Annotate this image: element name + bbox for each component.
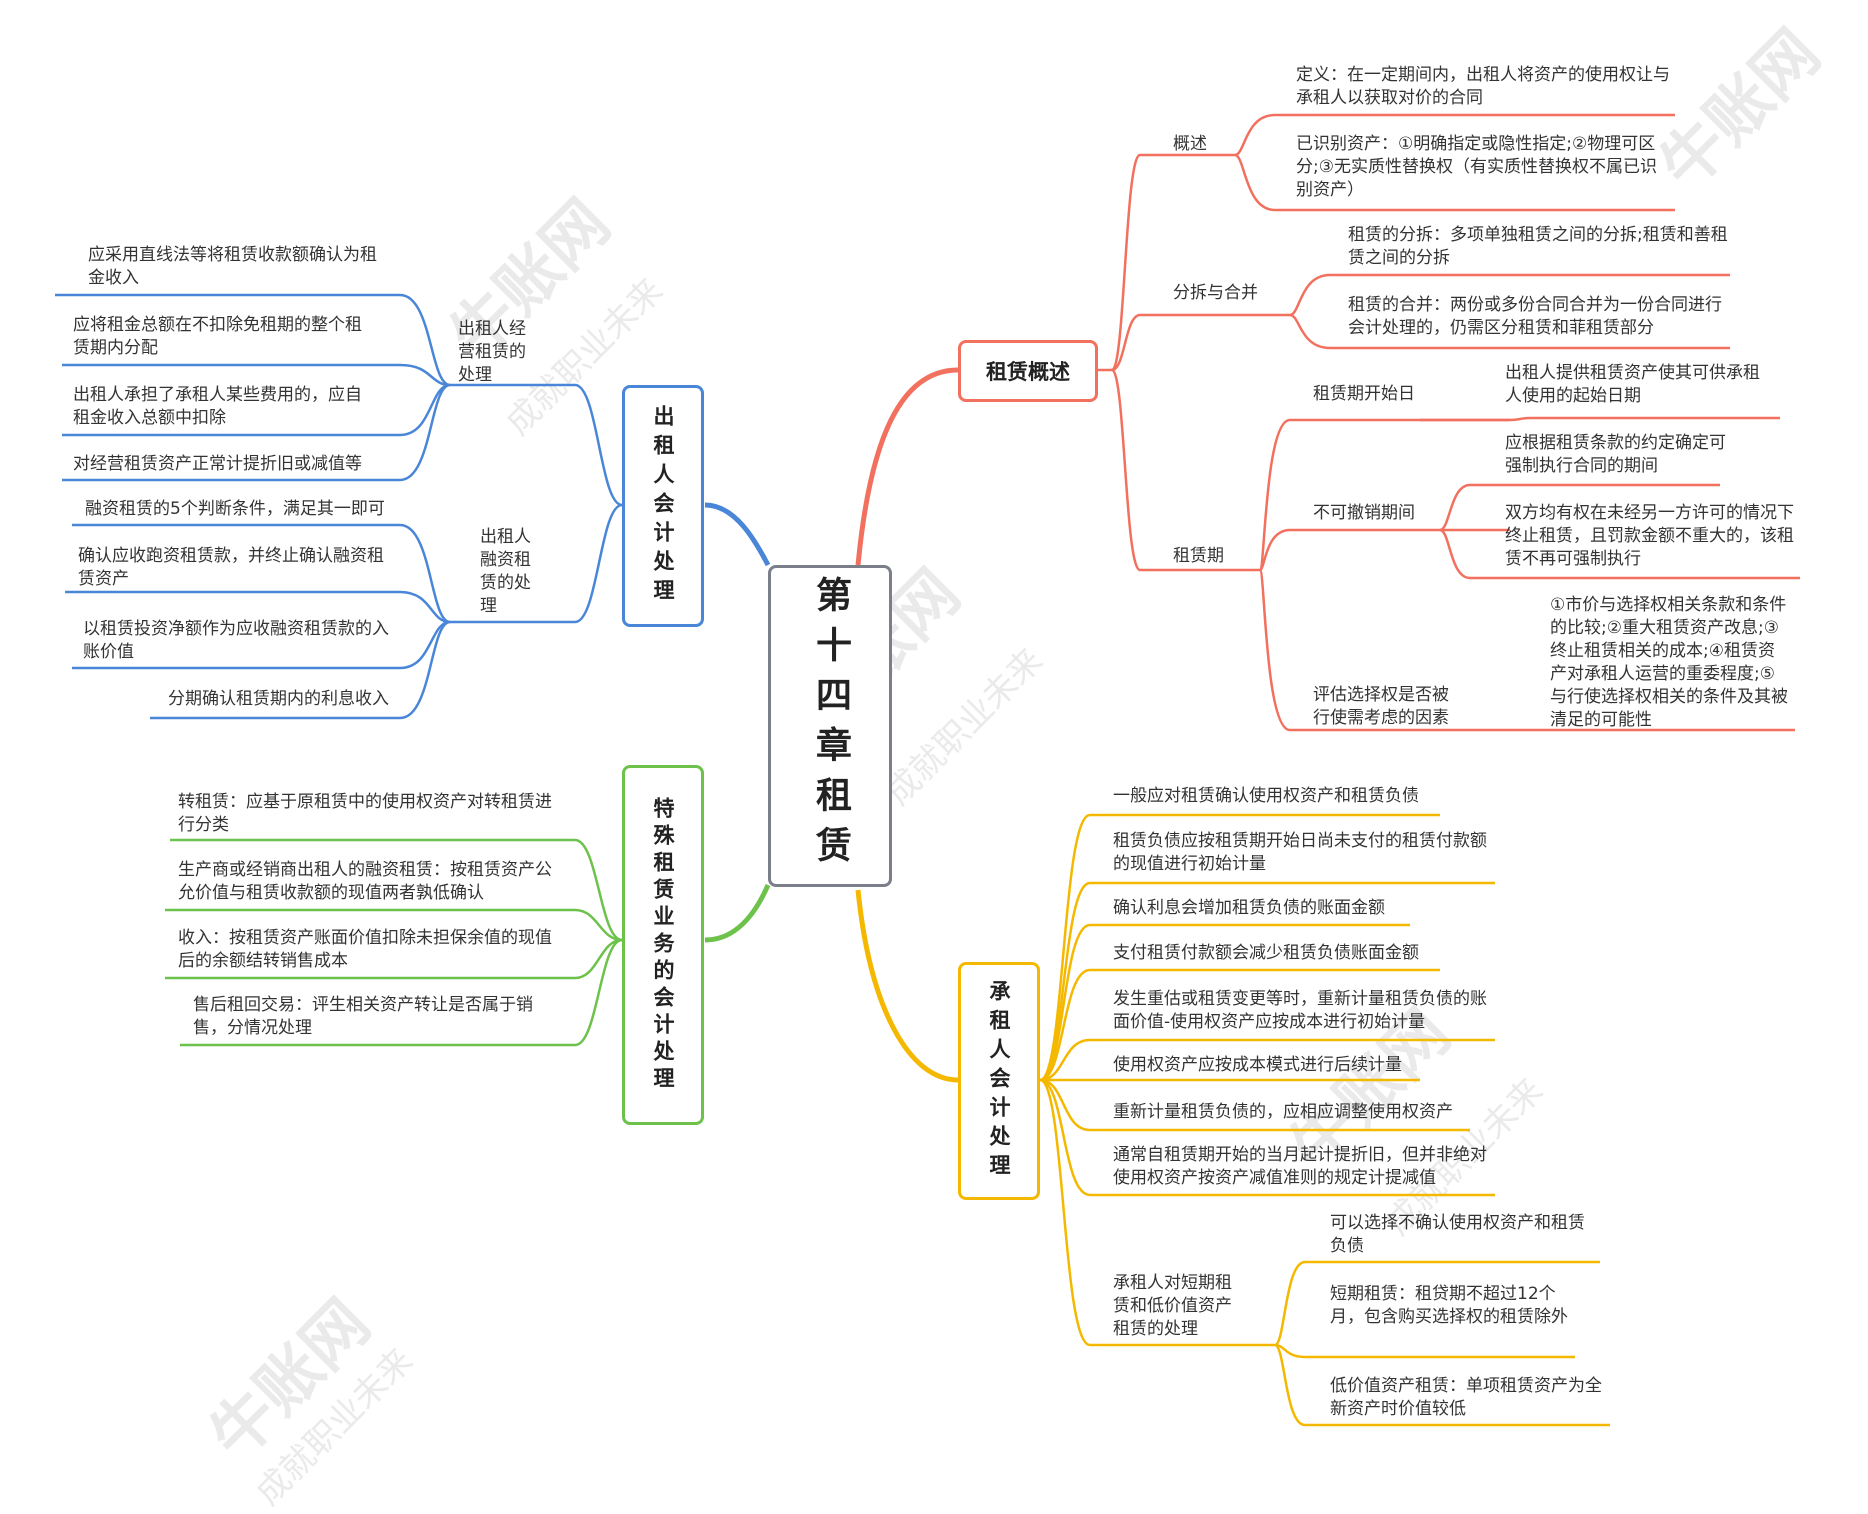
lessee-item[interactable]: 支付租赁付款额会减少租赁负债账面金额	[1113, 943, 1419, 963]
term-option[interactable]: 评估选择权是否被行使需考虑的因素	[1313, 685, 1449, 728]
lessor-operating-item[interactable]: 出租人承担了承租人某些费用的，应自租金收入总额中扣除	[73, 385, 362, 428]
lessee-short-item[interactable]: 短期租赁：租贷期不超过12个月，包含购买选择权的租赁除外	[1330, 1284, 1568, 1327]
special-item[interactable]: 收入：按租赁资产账面价值扣除未担保余值的现值后的余额结转销售成本	[178, 928, 552, 971]
central-topic[interactable]: 第十四章租赁	[768, 565, 892, 887]
branch-special[interactable]: 特殊租赁业务的会计处理	[622, 765, 704, 1125]
lessor-operating-item[interactable]: 应采用直线法等将租赁收款额确认为租金收入	[88, 245, 377, 288]
lessee-short[interactable]: 承租人对短期租赁和低价值资产租赁的处理	[1113, 1273, 1232, 1339]
term-start[interactable]: 租赁期开始日	[1313, 384, 1415, 404]
lessee-item[interactable]: 确认利息会增加租赁负债的账面金额	[1113, 898, 1385, 918]
lessor-finance-item[interactable]: 确认应收跑资租赁款，并终止确认融资租赁资产	[78, 546, 384, 589]
overview-split[interactable]: 分拆与合并	[1173, 283, 1258, 303]
branch-lessor-label: 出租人会计处理	[651, 404, 675, 608]
term-option-item[interactable]: ①市价与选择权相关条款和条件的比较;②重大租赁资产改息;③终止租赁相关的成本;④…	[1550, 595, 1788, 730]
lessor-finance-item[interactable]: 融资租赁的5个判断条件，满足其一即可	[85, 499, 385, 519]
overview-gaishu-item[interactable]: 定义：在一定期间内，出租人将资产的使用权让与承租人以获取对价的合同	[1296, 65, 1670, 108]
special-item[interactable]: 生产商或经销商出租人的融资租赁：按租赁资产公允价值与租赁收款额的现值两者孰低确认	[178, 860, 552, 903]
term-noncancel[interactable]: 不可撤销期间	[1313, 503, 1415, 523]
lessor-finance[interactable]: 出租人融资租赁的处理	[480, 527, 531, 616]
lessee-item[interactable]: 一般应对租赁确认使用权资产和租赁负债	[1113, 786, 1419, 806]
branch-overview[interactable]: 租赁概述	[958, 340, 1098, 402]
branch-lessee[interactable]: 承租人会计处理	[958, 962, 1040, 1200]
lessee-item[interactable]: 重新计量租赁负债的，应相应调整使用权资产	[1113, 1102, 1453, 1122]
special-item[interactable]: 转租赁：应基于原租赁中的使用权资产对转租赁进行分类	[178, 792, 552, 835]
term-start-item[interactable]: 出租人提供租赁资产使其可供承租人使用的起始日期	[1505, 363, 1760, 406]
overview-term[interactable]: 租赁期	[1173, 546, 1224, 566]
branch-lessee-label: 承租人会计处理	[987, 979, 1011, 1183]
special-item[interactable]: 售后租回交易：评生相关资产转让是否属于销售，分情况处理	[193, 995, 533, 1038]
term-noncancel-item[interactable]: 应根据租赁条款的约定确定可强制执行合同的期间	[1505, 433, 1726, 476]
central-topic-label: 第十四章租赁	[810, 576, 851, 876]
lessee-item[interactable]: 发生重估或租赁变更等时，重新计量租赁负债的账面价值-使用权资产应按成本进行初始计…	[1113, 989, 1487, 1032]
branch-overview-label: 租赁概述	[986, 360, 1070, 384]
overview-gaishu-item[interactable]: 已识别资产：①明确指定或隐性指定;②物理可区分;③无实质性替换权（有实质性替换权…	[1296, 134, 1657, 200]
lessor-finance-item[interactable]: 分期确认租赁期内的利息收入	[168, 689, 389, 709]
lessor-operating-item[interactable]: 对经营租赁资产正常计提折旧或减值等	[73, 454, 362, 474]
lessee-short-item[interactable]: 低价值资产租赁：单项租赁资产为全新资产时价值较低	[1330, 1376, 1602, 1419]
branch-lessor[interactable]: 出租人会计处理	[622, 385, 704, 627]
lessor-finance-item[interactable]: 以租赁投资净额作为应收融资租赁款的入账价值	[83, 619, 389, 662]
lessee-item[interactable]: 使用权资产应按成本模式进行后续计量	[1113, 1055, 1402, 1075]
lessee-item[interactable]: 租赁负债应按租赁期开始日尚未支付的租赁付款额的现值进行初始计量	[1113, 831, 1487, 874]
branch-special-label: 特殊租赁业务的会计处理	[651, 796, 675, 1094]
overview-split-item[interactable]: 租赁的分拆：多项单独租赁之间的分拆;租赁和善租赁之间的分拆	[1348, 225, 1728, 268]
lessee-short-item[interactable]: 可以选择不确认使用权资产和租赁负债	[1330, 1213, 1585, 1256]
lessor-operating[interactable]: 出租人经营租赁的处理	[458, 319, 526, 385]
overview-gaishu[interactable]: 概述	[1173, 134, 1207, 154]
term-noncancel-item[interactable]: 双方均有权在未经另一方许可的情况下终止租赁，且罚款金额不重大的，该租赁不再可强制…	[1505, 503, 1794, 569]
lessor-operating-item[interactable]: 应将租金总额在不扣除免租期的整个租赁期内分配	[73, 315, 362, 358]
overview-split-item[interactable]: 租赁的合并：两份或多份合同合并为一份合同进行会计处理的，仍需区分租赁和菲租赁部分	[1348, 295, 1722, 338]
lessee-item[interactable]: 通常自租赁期开始的当月起计提折旧，但并非绝对使用权资产按资产减值准则的规定计提减…	[1113, 1145, 1487, 1188]
